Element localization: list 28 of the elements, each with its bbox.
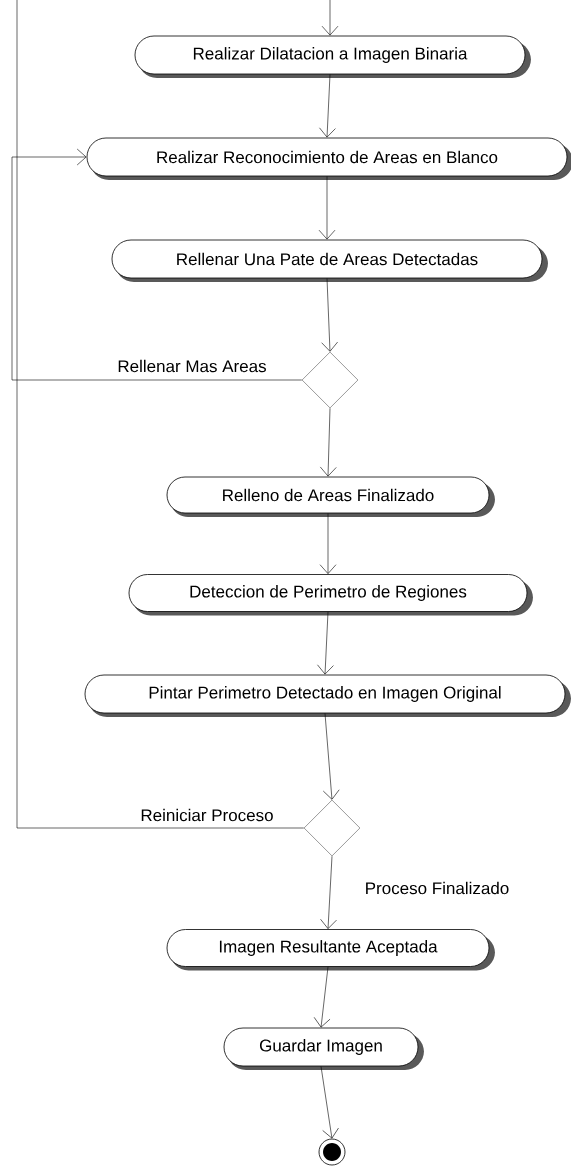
arrow xyxy=(313,966,331,1028)
arrow xyxy=(11,148,303,381)
final-node xyxy=(318,1138,346,1166)
decision-diamond xyxy=(301,351,359,409)
arrow xyxy=(319,513,337,574)
node-label: Pintar Perimetro Detectado en Imagen Original xyxy=(149,686,501,702)
edge-label: Reiniciar Proceso xyxy=(139,807,275,823)
action-box: Pintar Perimetro Detectado en Imagen Original xyxy=(84,674,571,717)
action-box: Realizar Dilatacion a Imagen Binaria xyxy=(134,35,531,78)
arrow xyxy=(321,0,339,36)
arrow xyxy=(322,713,340,800)
arrow xyxy=(320,855,337,929)
action-box: Imagen Resultante Aceptada xyxy=(166,929,495,971)
action-box: Rellenar Una Pate de Areas Detectadas xyxy=(111,239,548,282)
action-box: Deteccion de Perimetro de Regiones xyxy=(128,574,533,616)
arrow xyxy=(321,278,338,352)
edge-label: Rellenar Mas Areas xyxy=(116,358,268,374)
edge-label: Proceso Finalizado xyxy=(363,880,511,896)
arrow xyxy=(319,74,336,138)
arrow xyxy=(320,1066,339,1139)
node-label: Realizar Reconocimiento de Areas en Blanco xyxy=(157,150,498,164)
action-box: Guardar Imagen xyxy=(223,1027,424,1070)
decision-diamond xyxy=(303,799,361,857)
arrow xyxy=(318,176,336,240)
arrow xyxy=(319,407,337,477)
action-box: Relleno de Areas Finalizado xyxy=(166,476,495,517)
arrow xyxy=(317,611,334,675)
action-box: Realizar Reconocimiento de Areas en Blanco xyxy=(86,137,571,180)
